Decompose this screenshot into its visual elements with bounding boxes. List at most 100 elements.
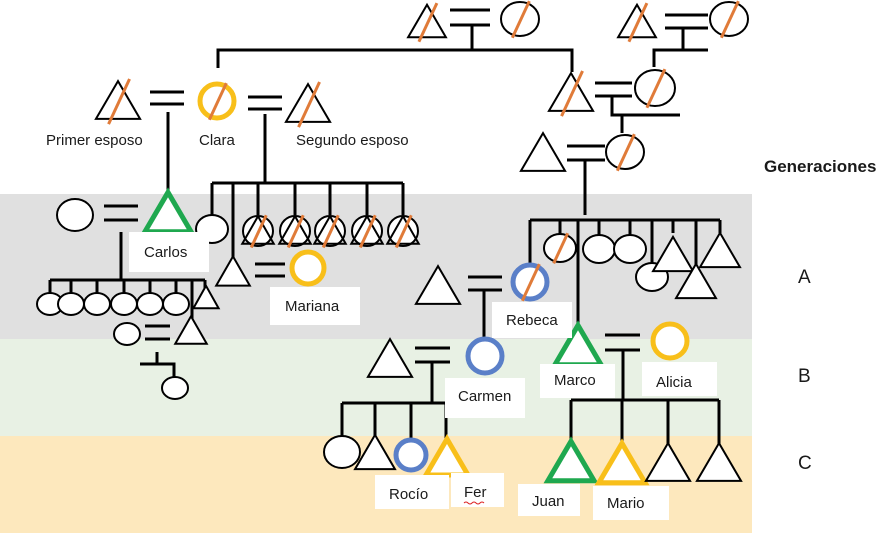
person-primer-esposo xyxy=(94,79,142,120)
person-rocio xyxy=(393,437,429,473)
male-triangle-icon xyxy=(277,214,313,245)
label-box-fer xyxy=(451,473,504,507)
person-carlos-child-7 xyxy=(191,283,221,310)
male-triangle-icon xyxy=(349,214,385,245)
male-triangle-icon xyxy=(547,71,595,112)
legend-generation-b: B xyxy=(798,366,811,387)
name-alicia: Alicia xyxy=(656,374,693,391)
female-circle-icon xyxy=(613,234,647,264)
female-circle-icon xyxy=(56,198,94,232)
person-right-child-7 xyxy=(674,261,718,300)
male-triangle-icon xyxy=(651,234,695,273)
female-circle-icon xyxy=(161,376,189,400)
male-triangle-icon xyxy=(674,261,718,300)
person-mariana-husband xyxy=(214,254,252,287)
person-carmen xyxy=(465,336,505,376)
male-triangle-icon xyxy=(94,79,142,120)
people xyxy=(36,1,749,486)
person-carmen-child-2 xyxy=(353,432,397,471)
female-circle-icon xyxy=(110,292,138,316)
label-box-juan xyxy=(518,484,580,516)
male-triangle-icon xyxy=(173,314,209,345)
person-carlos-child-4 xyxy=(110,292,138,316)
male-triangle-icon xyxy=(312,214,348,245)
person-right-child-4 xyxy=(613,234,647,264)
deceased-slash-icon xyxy=(645,68,667,109)
person-carmen-child-1 xyxy=(323,435,361,469)
deceased-slash-icon xyxy=(286,214,305,249)
female-circle-icon xyxy=(582,234,616,264)
label-box-rocio xyxy=(375,475,449,509)
male-triangle-icon xyxy=(191,283,221,310)
name-juan: Juan xyxy=(532,493,565,510)
label-segundo-esposo: Segundo esposo xyxy=(296,132,409,149)
label-clara: Clara xyxy=(199,132,236,149)
male-triangle-icon xyxy=(644,441,692,482)
person-carlos xyxy=(140,187,196,235)
deceased-slash-icon xyxy=(107,78,131,125)
name-rocio: Rocío xyxy=(389,486,428,503)
person-right-child-3 xyxy=(582,234,616,264)
male-triangle-icon xyxy=(414,264,462,305)
person-mariana xyxy=(289,249,327,287)
legend-heading: Generaciones xyxy=(764,157,876,176)
female-circle-icon xyxy=(323,435,361,469)
deceased-slash-icon xyxy=(520,263,541,302)
name-carlos: Carlos xyxy=(144,244,187,261)
female-circle-icon xyxy=(650,321,690,361)
person-father-right xyxy=(519,131,567,172)
male-triangle-icon xyxy=(353,432,397,471)
name-fer: Fer xyxy=(464,484,487,501)
deceased-slash-icon xyxy=(552,232,570,265)
deceased-slash-icon xyxy=(207,82,228,121)
name-mariana: Mariana xyxy=(285,298,340,315)
person-grandfather-right xyxy=(547,71,595,112)
female-circle-icon xyxy=(113,322,141,346)
male-triangle-icon xyxy=(284,82,332,123)
deceased-slash-icon xyxy=(560,70,584,117)
name-rebeca: Rebeca xyxy=(506,312,558,329)
person-carlos-child-6 xyxy=(162,292,190,316)
name-marco: Marco xyxy=(554,372,596,389)
person-marco-child-4 xyxy=(695,441,743,482)
person-carlos-child-3 xyxy=(83,292,111,316)
deceased-slash-icon xyxy=(627,2,649,43)
label-box-carmen xyxy=(445,378,525,418)
label-box-mariana xyxy=(270,287,360,325)
name-mario: Mario xyxy=(607,495,645,512)
legend-generation-c: C xyxy=(798,453,812,474)
person-carlos-grandson xyxy=(173,314,209,345)
label-box-rebeca xyxy=(492,302,572,338)
person-juan xyxy=(543,436,599,484)
label-box-mario xyxy=(593,486,669,520)
person-right-child-6 xyxy=(651,234,695,273)
label-box-marco xyxy=(540,364,615,398)
female-circle-icon xyxy=(83,292,111,316)
deceased-slash-icon xyxy=(615,133,636,172)
person-segundo-esposo xyxy=(284,82,332,123)
person-grandchild-spouse xyxy=(113,322,141,346)
person-carlos-child-5 xyxy=(136,292,164,316)
person-rebeca-husband xyxy=(414,264,462,305)
person-mario xyxy=(594,438,650,486)
deceased-slash-icon xyxy=(321,214,340,249)
female-circle-icon xyxy=(162,292,190,316)
legend-generation-a: A xyxy=(798,267,811,288)
name-label-boxes xyxy=(129,232,717,520)
deceased-slash-icon xyxy=(719,0,740,39)
relationship-lines xyxy=(48,8,722,445)
male-triangle-icon xyxy=(698,230,742,269)
male-triangle-icon xyxy=(594,438,650,486)
male-triangle-icon xyxy=(519,131,567,172)
male-triangle-icon xyxy=(385,214,421,245)
male-triangle-icon xyxy=(366,337,414,378)
male-triangle-icon xyxy=(240,214,276,245)
person-carlos-wife xyxy=(56,198,94,232)
person-right-child-8 xyxy=(698,230,742,269)
label-box-alicia xyxy=(642,362,717,396)
deceased-slash-icon xyxy=(249,214,268,249)
deceased-slash-icon xyxy=(358,214,377,249)
person-marco-child-3 xyxy=(644,441,692,482)
label-box-carlos xyxy=(129,232,209,272)
deceased-slash-icon xyxy=(297,81,321,128)
